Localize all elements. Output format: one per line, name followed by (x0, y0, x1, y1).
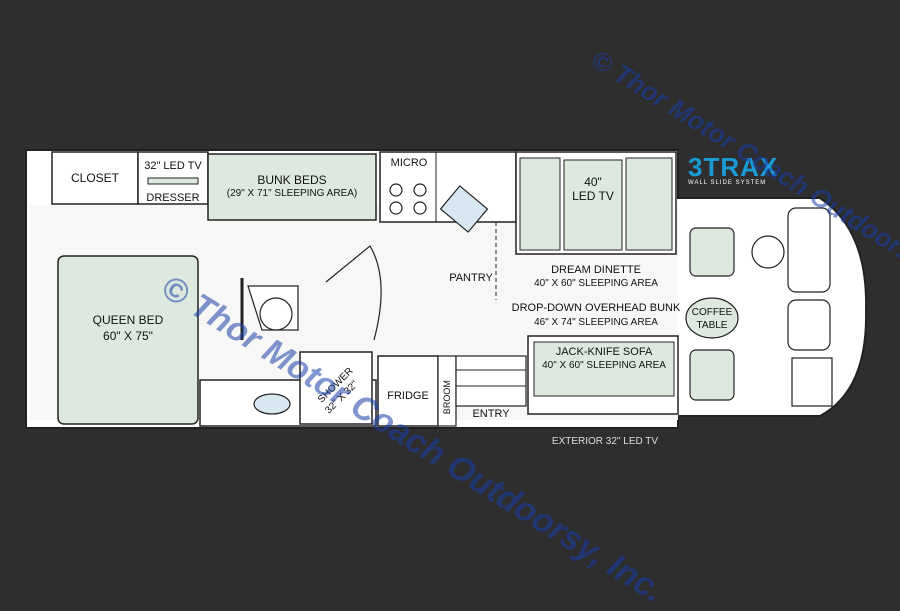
coffee-table (685, 297, 739, 339)
pantry-label: PANTRY (449, 272, 493, 284)
bedroom-tv-label: 32" LED TV (144, 160, 202, 172)
dinette-bench-right (625, 157, 673, 251)
micro-label: MICRO (390, 157, 428, 169)
coffee-table-label-1: COFFEE (691, 307, 733, 318)
bunk-beds-size: (29" X 71" SLEEPING AREA) (226, 188, 358, 199)
bedroom-tv-shape (147, 177, 199, 185)
queen-bed-size: 60" X 75" (103, 329, 153, 343)
overhead-bunk-label: DROP-DOWN OVERHEAD BUNK (511, 302, 681, 314)
shower-stall (299, 351, 373, 425)
main-tv-label-2: LED TV (572, 189, 614, 203)
3trax-badge: 3TRAX WALL SLIDE SYSTEM (688, 152, 779, 188)
bunk-beds (207, 153, 377, 221)
overhead-bunk-size: 46" X 74" SLEEPING AREA (534, 317, 658, 328)
passenger-seat (787, 299, 831, 351)
bunk-beds-label: BUNK BEDS (257, 173, 327, 187)
driver-seat (787, 207, 831, 293)
broom-label: BROOM (441, 380, 452, 415)
queen-bed-label: QUEEN BED (92, 313, 164, 327)
lavatory-sink (253, 393, 291, 415)
steering-wheel (751, 235, 785, 269)
entry-label: ENTRY (472, 408, 510, 420)
closet-label: CLOSET (70, 171, 119, 185)
bath-door-swing (325, 245, 382, 341)
cab-seat-left-bottom (689, 349, 735, 401)
dinette-table (563, 159, 623, 251)
badge-tagline: WALL SLIDE SYSTEM (688, 180, 767, 186)
dream-dinette-size: 40" X 60" SLEEPING AREA (534, 278, 658, 289)
exterior-tv-label: EXTERIOR 32" LED TV (551, 436, 659, 447)
dinette-bench-left (519, 157, 561, 251)
dream-dinette-label: DREAM DINETTE (551, 264, 641, 276)
entry-steps (455, 355, 527, 407)
sink (439, 185, 489, 233)
main-tv-label-1: 40" (584, 175, 602, 189)
badge-brand: 3TRAX (688, 152, 779, 182)
coffee-table-label-2: TABLE (696, 320, 728, 331)
queen-bed (57, 255, 199, 425)
jackknife-sofa-size: 40" X 60" SLEEPING AREA (542, 360, 666, 371)
jackknife-sofa (533, 341, 675, 397)
stove-burners (389, 183, 427, 215)
jackknife-sofa-label: JACK-KNIFE SOFA (555, 346, 653, 358)
dash-cabinet (791, 357, 833, 407)
fridge (377, 355, 439, 427)
cab-seat-left-top (689, 227, 735, 277)
fridge-label: FRIDGE (387, 390, 429, 402)
dresser-label: DRESSER (146, 192, 200, 204)
closet (51, 151, 139, 205)
